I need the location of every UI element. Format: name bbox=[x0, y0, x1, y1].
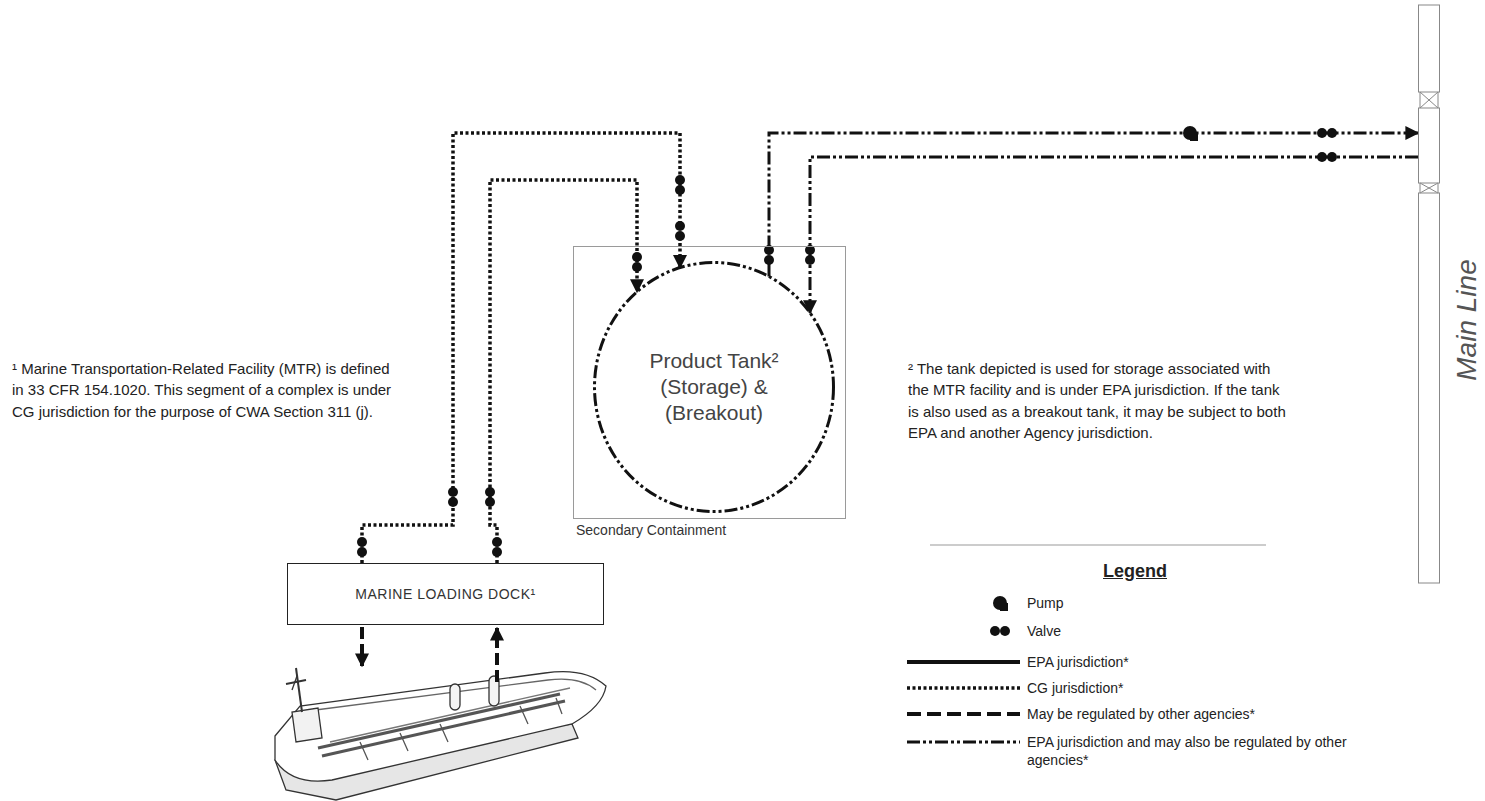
valve-symbol-part bbox=[448, 497, 458, 507]
pump-symbol-part bbox=[1190, 133, 1198, 141]
pipe-outline-part bbox=[1419, 5, 1440, 92]
footnote-box: ² The tank depicted is used for storage … bbox=[908, 358, 1288, 443]
pump-sample-part bbox=[993, 596, 1007, 610]
pump-symbol bbox=[1183, 126, 1198, 141]
valve-sample bbox=[990, 626, 1010, 636]
pipe-outline-part bbox=[1420, 92, 1438, 108]
pipe-outline-part bbox=[1420, 183, 1438, 193]
valve-sample-part bbox=[1000, 626, 1010, 636]
valve-symbol-part bbox=[1327, 128, 1337, 138]
valve-symbol-part bbox=[1317, 128, 1327, 138]
line-sample-part bbox=[907, 686, 1020, 690]
valve-symbol-part bbox=[675, 175, 685, 185]
pump-sample-part bbox=[1000, 603, 1008, 611]
pipe-outline bbox=[1418, 5, 1440, 583]
valve-symbol-part bbox=[764, 255, 774, 265]
epa-pipe bbox=[810, 157, 1418, 313]
valve-symbol-part bbox=[675, 231, 685, 241]
valve-symbol-part bbox=[485, 497, 495, 507]
legend-title-box: Legend bbox=[1103, 561, 1167, 583]
legend-samples bbox=[907, 596, 1020, 742]
ship-transfer-line-part bbox=[360, 627, 364, 666]
valve-symbol-part bbox=[805, 255, 815, 265]
pump-sample bbox=[993, 596, 1008, 611]
legend-text: EPA jurisdiction* bbox=[1027, 653, 1357, 671]
valve-symbol-part bbox=[1317, 152, 1327, 162]
legend-row: EPA jurisdiction* bbox=[1027, 653, 1357, 671]
line-sample bbox=[907, 662, 1020, 663]
legend-row: EPA jurisdiction and may also be regulat… bbox=[1027, 733, 1357, 769]
cg-pipe bbox=[490, 180, 637, 563]
ship-transfer-line bbox=[362, 627, 497, 682]
valve-symbol-part bbox=[485, 487, 495, 497]
valve-symbol-part bbox=[632, 262, 642, 272]
valve-symbol-part bbox=[1327, 152, 1337, 162]
valve-symbol bbox=[357, 128, 1337, 557]
tanker-ship-part bbox=[275, 672, 606, 782]
tanker-ship-part bbox=[318, 694, 560, 748]
legend-text: May be regulated by other agencies* bbox=[1027, 705, 1357, 723]
tanker-ship-part bbox=[360, 698, 562, 760]
pipe-outline-part bbox=[1419, 108, 1440, 183]
legend-text: Valve bbox=[1027, 622, 1357, 640]
tanker-ship-part bbox=[322, 701, 565, 756]
legend-rule bbox=[930, 545, 1266, 546]
tank-outline-part bbox=[595, 263, 834, 512]
ship-transfer-line-part bbox=[495, 628, 499, 682]
product-tank: Product Tank² (Storage) & (Breakout) bbox=[593, 261, 835, 513]
valve-symbol-part bbox=[675, 185, 685, 195]
node-label: Secondary Containment bbox=[576, 522, 726, 538]
legend-title: Legend bbox=[1103, 561, 1167, 583]
pump-symbol-part bbox=[1183, 126, 1197, 140]
main-line-pipe: Main Line bbox=[1418, 5, 1440, 583]
legend-row: May be regulated by other agencies* bbox=[1027, 705, 1357, 723]
valve-symbol-part bbox=[492, 537, 502, 547]
tanker-ship-part bbox=[292, 708, 322, 742]
legend-text: Pump bbox=[1027, 594, 1357, 612]
valve-sample-part bbox=[990, 626, 1000, 636]
legend-row: Pump bbox=[1027, 594, 1357, 612]
line-sample bbox=[907, 742, 1020, 743]
legend-row: Valve bbox=[1027, 622, 1357, 640]
footnote: ² The tank depicted is used for storage … bbox=[908, 358, 1288, 443]
epa-pipe bbox=[769, 133, 1418, 276]
secondary-containment: Secondary ContainmentProduct Tank² (Stor… bbox=[573, 246, 846, 519]
line-sample-part bbox=[907, 712, 1020, 716]
cg-pipe bbox=[362, 133, 680, 563]
valve-symbol-part bbox=[357, 547, 367, 557]
legend-row: CG jurisdiction* bbox=[1027, 679, 1357, 697]
node-label: Main Line bbox=[1451, 259, 1483, 380]
tanker-ship bbox=[275, 668, 606, 800]
valve-symbol-part bbox=[675, 221, 685, 231]
tanker-ship-part bbox=[292, 676, 297, 690]
legend-text: EPA jurisdiction and may also be regulat… bbox=[1027, 733, 1357, 769]
line-sample-part bbox=[907, 660, 1020, 664]
valve-symbol-part bbox=[357, 537, 367, 547]
loading-dock: MARINE LOADING DOCK¹ bbox=[287, 563, 604, 625]
line-sample bbox=[907, 714, 1020, 715]
line-sample-part bbox=[907, 741, 1020, 744]
footnote: ¹ Marine Transportation-Related Facility… bbox=[12, 358, 397, 422]
tanker-ship-part bbox=[296, 668, 302, 712]
node-label: Product Tank² (Storage) & (Breakout) bbox=[632, 348, 797, 427]
valve-symbol-part bbox=[448, 487, 458, 497]
legend-text: CG jurisdiction* bbox=[1027, 679, 1357, 697]
valve-symbol-part bbox=[492, 547, 502, 557]
node-label: MARINE LOADING DOCK¹ bbox=[355, 586, 535, 602]
valve-symbol-part bbox=[632, 252, 642, 262]
line-sample bbox=[907, 688, 1020, 689]
footnote-box: ¹ Marine Transportation-Related Facility… bbox=[12, 358, 397, 422]
tanker-ship-part bbox=[450, 684, 460, 710]
pipe-outline-part bbox=[1419, 193, 1440, 583]
